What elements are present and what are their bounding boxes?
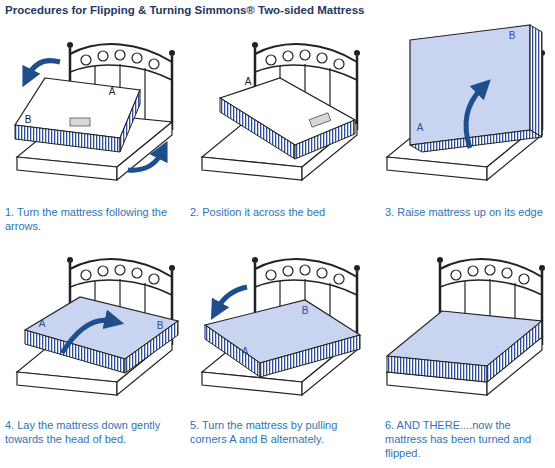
mattress-side — [295, 120, 355, 159]
corner-letter: B — [25, 115, 32, 125]
bed-drawing — [202, 42, 360, 180]
mattress-side — [530, 25, 542, 137]
mattress-tag — [70, 118, 90, 126]
panel-six — [387, 257, 545, 395]
mattress-side — [220, 98, 295, 159]
corner-letter: A — [242, 347, 249, 357]
mattress-side — [387, 356, 487, 382]
step-caption: 1. Turn the mattress following the arrow… — [5, 205, 191, 233]
corner-letter: A — [417, 123, 424, 133]
corner-letter: A — [109, 87, 116, 97]
corner-letter: A — [39, 319, 46, 329]
panel-three — [387, 25, 545, 180]
bed-drawing — [387, 257, 545, 395]
turn-arrow — [217, 287, 247, 309]
turn-arrow — [128, 152, 162, 170]
corner-letter: B — [302, 306, 309, 316]
mattress-side — [125, 321, 178, 373]
mattress-top — [387, 311, 542, 366]
mattress-side — [15, 125, 120, 152]
mattress-side — [260, 335, 360, 377]
panel-five — [202, 257, 360, 395]
turn-arrow — [28, 61, 60, 76]
panel-one — [15, 42, 175, 180]
mattress-side — [487, 321, 542, 382]
mattress-face — [410, 25, 530, 145]
panel-four — [17, 257, 178, 395]
mattress-tag — [309, 113, 331, 127]
bed-drawing — [202, 257, 360, 395]
step-caption: 2. Position it across the bed — [190, 205, 370, 219]
raise-arrow — [466, 88, 482, 148]
mattress-side — [410, 130, 542, 152]
corner-letter: A — [245, 77, 252, 87]
step-caption: 5. Turn the mattress by pulling corners … — [190, 418, 368, 446]
step-caption: 4. Lay the mattress down gently towards … — [5, 418, 187, 446]
mattress-side — [120, 90, 140, 152]
step-caption: 3. Raise mattress up on its edge — [385, 205, 555, 219]
lay-arrow — [62, 320, 112, 353]
step-caption: 6. AND THERE....now the mattress has bee… — [385, 418, 550, 460]
corner-letter: B — [509, 31, 516, 41]
panel-two — [202, 42, 360, 180]
corner-letter: B — [157, 321, 164, 331]
diagram-title: Procedures for Flipping & Turning Simmon… — [5, 4, 364, 16]
mattress-side — [205, 325, 260, 377]
